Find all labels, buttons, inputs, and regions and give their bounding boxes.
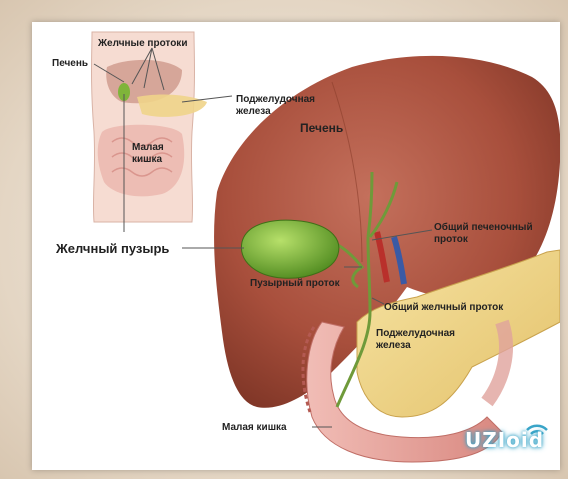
inset-small-intestine-label-line2: кишка xyxy=(132,154,162,165)
gallbladder-label: Желчный пузырь xyxy=(56,242,169,256)
inset-small-intestine-label-line1: Малая xyxy=(132,142,164,153)
uzioid-logo-text: UZIoid xyxy=(465,428,544,452)
uzioid-logo: UZIoid xyxy=(465,418,555,460)
inset-liver-label: Печень xyxy=(52,58,88,69)
inset-pancreas-label-line2: железа xyxy=(236,106,271,117)
cystic-duct-label: Пузырный проток xyxy=(250,278,340,289)
gallbladder-shape xyxy=(241,220,338,278)
pancreas-label-line2: железа xyxy=(376,340,411,351)
common-hepatic-duct-label-line2: проток xyxy=(434,234,468,245)
common-hepatic-duct-label-line1: Общий печеночный xyxy=(434,222,533,233)
inset-pancreas-label-line1: Поджелудочная xyxy=(236,94,315,105)
illustration-frame: Печень Желчные протоки Поджелудочная жел… xyxy=(32,22,560,470)
liver-label: Печень xyxy=(300,122,343,135)
common-bile-duct-label: Общий желчный проток xyxy=(384,302,503,313)
inset-bile-ducts-label: Желчные протоки xyxy=(98,38,187,49)
pancreas-label-line1: Поджелудочная xyxy=(376,328,455,339)
small-intestine-label: Малая кишка xyxy=(222,422,287,433)
